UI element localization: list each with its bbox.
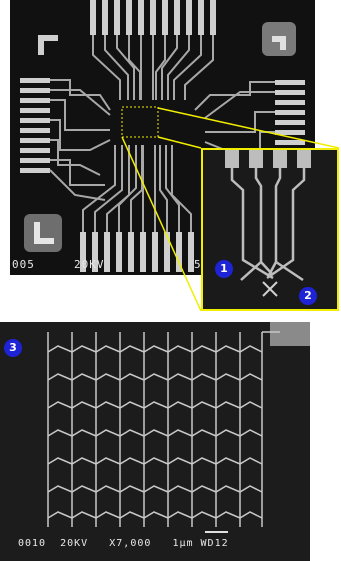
marker-3-badge: 3	[4, 339, 22, 357]
marker-2-badge: 2	[299, 287, 317, 305]
micrograph-id-label: 005	[12, 258, 35, 271]
voltage-label: 20KV	[74, 258, 105, 271]
magnification-label-fragment: 5	[194, 258, 202, 271]
scale-bar-info: 0010 20KV X7,000 1μm WD12	[18, 538, 229, 549]
sem-micrograph-grid: 3 0010 20KV X7,000 1μm WD12	[0, 322, 310, 561]
zoom-inset: 1 2	[201, 148, 339, 311]
marker-1-badge: 1	[215, 260, 233, 278]
